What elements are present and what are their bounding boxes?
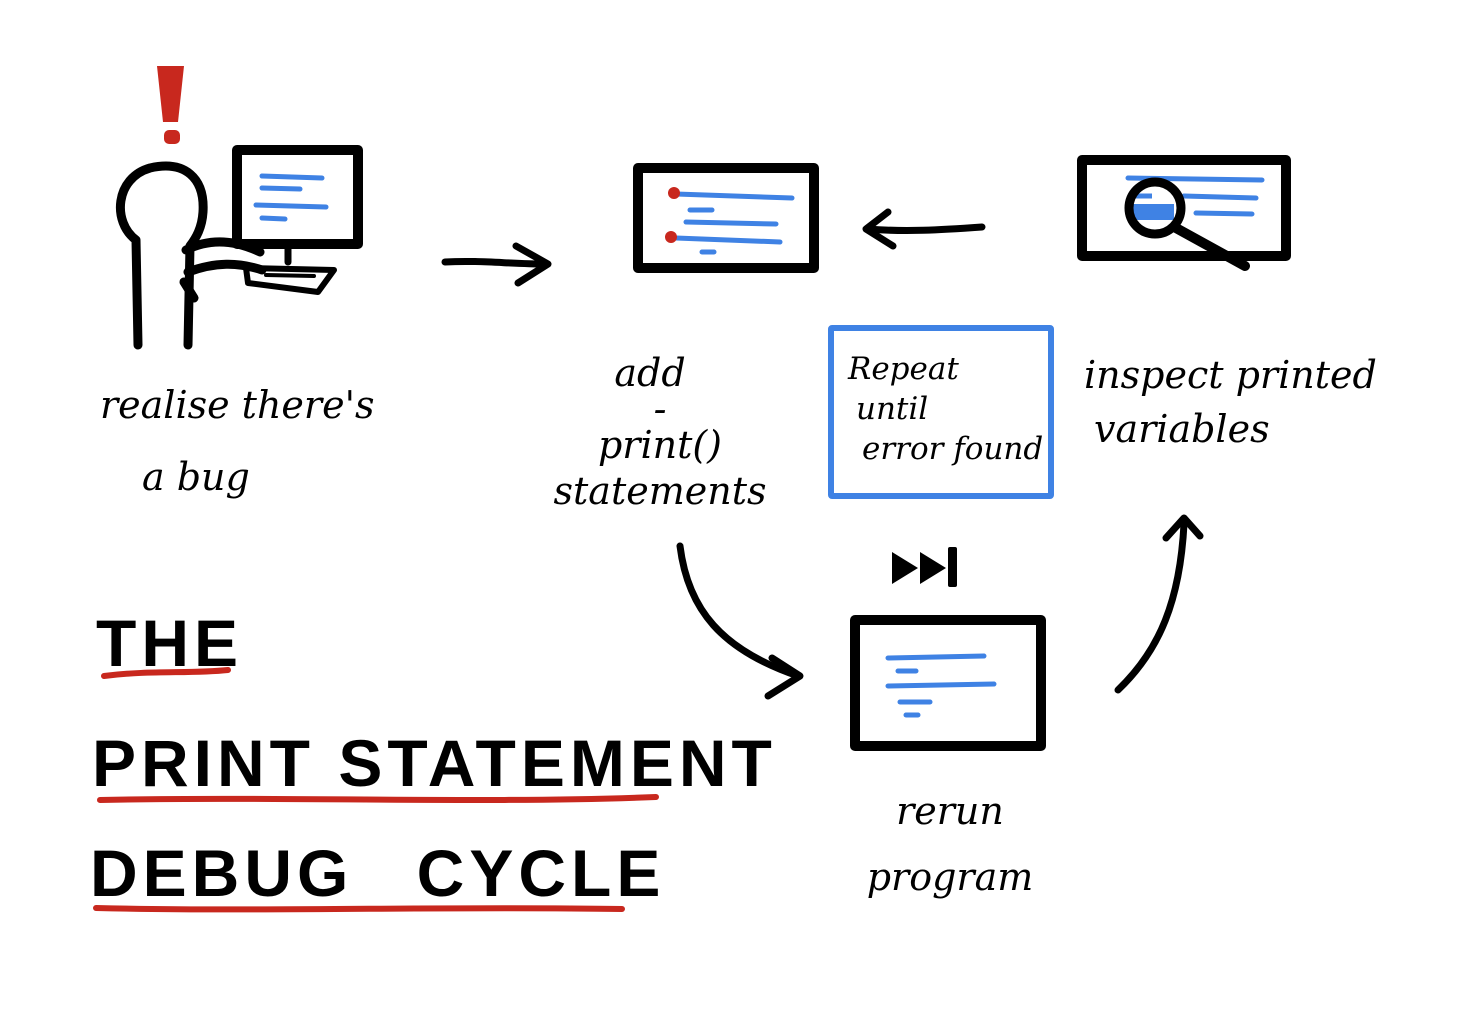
realise-line-1: realise there's xyxy=(100,383,375,427)
add-print-statements-label: add - print() statements xyxy=(540,350,780,514)
person-at-computer-icon xyxy=(115,145,363,350)
exclamation-icon xyxy=(157,66,184,144)
repeat-line-1: Repeat xyxy=(848,351,959,387)
arrow-realise-to-add xyxy=(441,242,552,287)
screen-with-magnifier-icon xyxy=(1077,155,1291,271)
person-screen-code-lines xyxy=(253,173,329,222)
add-line-3: print() xyxy=(597,423,723,467)
realise-bug-label: realise there's a bug xyxy=(100,382,375,500)
repeat-until-error-found-box: Repeat until error found xyxy=(828,325,1054,499)
inspect-line-2: variables xyxy=(1094,407,1270,451)
code-screen-icon xyxy=(850,615,1046,751)
title-underlines xyxy=(93,667,659,913)
code-screen-with-print-markers-icon xyxy=(633,163,819,273)
arrow-inspect-to-add xyxy=(862,208,986,250)
add-line-2: - xyxy=(653,387,667,431)
arrow-rerun-to-inspect xyxy=(1114,514,1204,694)
fast-forward-icon xyxy=(892,547,957,587)
inspect-variables-label: inspect printed variables xyxy=(1084,352,1377,452)
repeat-line-2: until xyxy=(856,391,929,427)
title-line-2: PRINT STATEMENT xyxy=(92,726,777,800)
rerun-program-label: rerun program xyxy=(860,788,1040,900)
realise-line-2: a bug xyxy=(142,455,250,499)
arrow-add-to-rerun xyxy=(676,542,804,700)
title-line-3: DEBUG CYCLE xyxy=(90,836,666,910)
rerun-line-2: program xyxy=(866,855,1034,899)
repeat-line-3: error found xyxy=(862,431,1044,467)
add-line-4: statements xyxy=(553,469,767,513)
add-line-1: add xyxy=(614,351,686,395)
rerun-line-1: rerun xyxy=(896,789,1004,833)
inspect-line-1: inspect printed xyxy=(1084,353,1377,397)
title-line-1: THE xyxy=(96,606,243,680)
